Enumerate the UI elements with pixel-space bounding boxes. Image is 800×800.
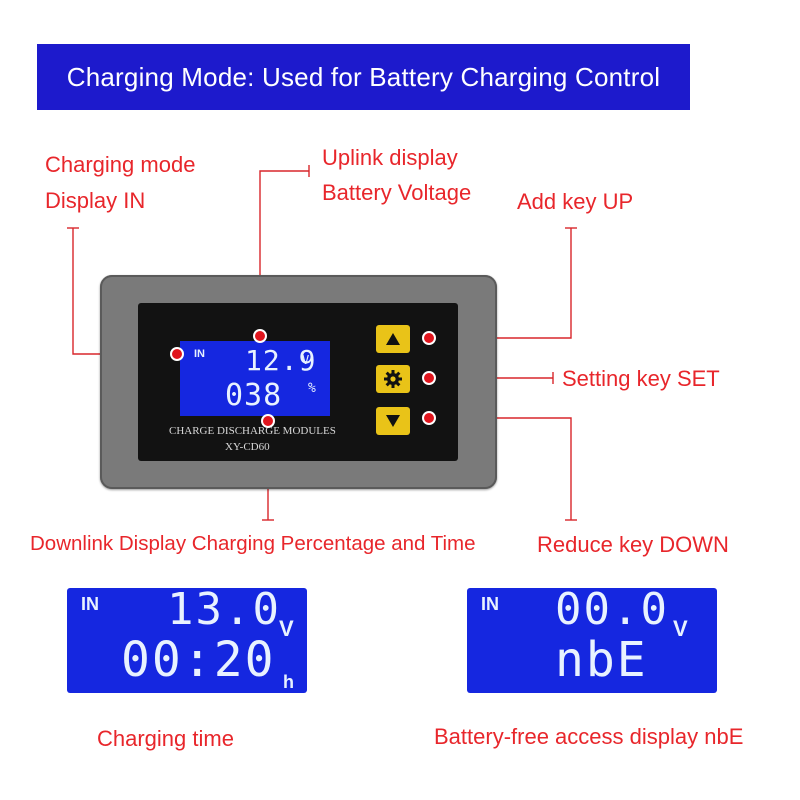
device-lcd: IN 12.9 V 038 % — [180, 341, 330, 416]
label-reduce-key: Reduce key DOWN — [537, 532, 729, 557]
title-banner: Charging Mode: Used for Battery Charging… — [37, 44, 690, 110]
marker-dot-add — [422, 331, 436, 345]
banner-title: Charging Mode: Used for Battery Charging… — [66, 61, 661, 92]
lcd-example-voltage: 00.0 — [555, 588, 669, 635]
charge-module-device: IN 12.9 V 038 % CHARGE DISCHARGE MODULES… — [100, 275, 497, 489]
label-add-key: Add key UP — [517, 189, 634, 214]
marker-dot-reduce — [422, 411, 436, 425]
marker-dot-in — [170, 347, 184, 361]
label-set-key: Setting key SET — [562, 366, 720, 391]
lcd-example-time: 00:20 — [121, 632, 276, 688]
marker-dot-downlink — [261, 414, 275, 428]
lcd-voltage-unit: V — [302, 353, 310, 367]
label-charging-mode: Charging mode — [45, 152, 196, 177]
down-key-button[interactable] — [376, 407, 410, 435]
marker-dot-uplink — [253, 329, 267, 343]
panel-model-number: XY-CD60 — [225, 441, 270, 453]
lcd-example-in: IN — [81, 594, 99, 614]
lcd-voltage: 12.9 — [245, 344, 317, 377]
lcd-example-charging-time: IN 13.0 V 00:20 h — [67, 588, 307, 693]
label-charging-time: Charging time — [97, 726, 234, 751]
lcd-example-voltage-unit: V — [673, 616, 688, 641]
gear-icon — [384, 370, 402, 388]
device-front-panel: IN 12.9 V 038 % CHARGE DISCHARGE MODULES… — [138, 303, 458, 461]
label-downlink: Downlink Display Charging Percentage and… — [30, 532, 476, 555]
lcd-percentage: 038 — [225, 378, 283, 413]
up-triangle-icon — [386, 333, 400, 345]
label-battery-free: Battery-free access display nbE — [434, 724, 744, 749]
set-key-button[interactable] — [376, 365, 410, 393]
marker-dot-set — [422, 371, 436, 385]
lcd-example-voltage-unit: V — [279, 616, 294, 641]
label-display-in: Display IN — [45, 188, 146, 213]
panel-model-text: CHARGE DISCHARGE MODULES — [169, 425, 336, 437]
label-battery-voltage: Battery Voltage — [322, 180, 472, 205]
lcd-percentage-unit: % — [308, 381, 316, 396]
label-uplink-display: Uplink display — [322, 145, 458, 170]
lcd-example-time-unit: h — [283, 672, 294, 692]
lcd-example-battery-free: IN 00.0 V nbE — [467, 588, 717, 693]
lcd-example-in: IN — [481, 594, 499, 614]
lcd-in-indicator: IN — [194, 348, 205, 360]
up-key-button[interactable] — [376, 325, 410, 353]
lcd-example-voltage: 13.0 — [167, 588, 281, 635]
down-triangle-icon — [386, 415, 400, 427]
lcd-example-nbe: nbE — [555, 632, 648, 688]
